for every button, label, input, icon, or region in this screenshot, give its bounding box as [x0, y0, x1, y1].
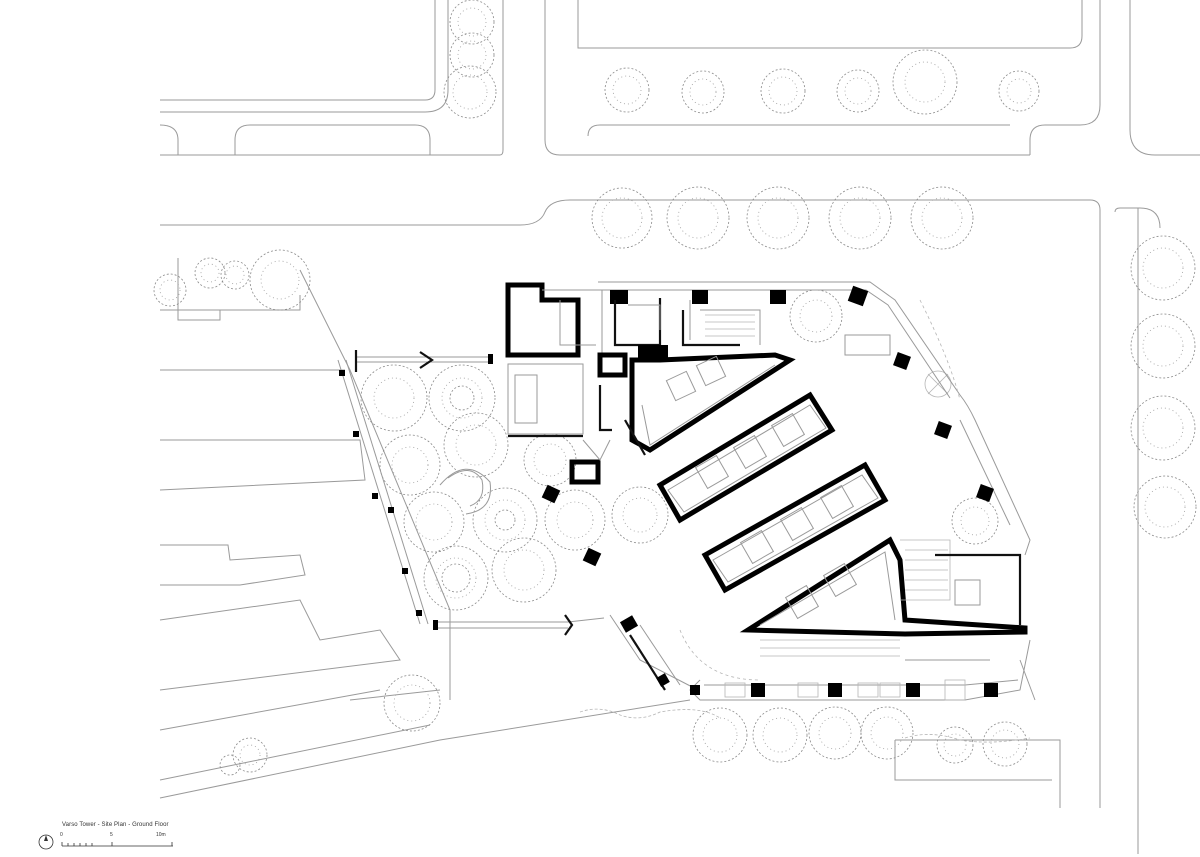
street-trees [153, 0, 1197, 776]
neighbouring-plots [159, 258, 451, 731]
lift-core-2 [656, 391, 836, 524]
scale-bar: 0 5 10m [38, 832, 173, 852]
street-curbs [159, 0, 1200, 854]
lift-core-4 [739, 536, 1028, 657]
shrub-strip [579, 708, 1031, 743]
west-core-block [505, 282, 668, 438]
north-lift-lobby [681, 285, 994, 502]
lift-core-3 [701, 461, 889, 594]
plaza-kiosks [541, 439, 611, 567]
paving-boundary [679, 299, 961, 681]
south-wing [619, 615, 1036, 701]
plaza-curved-bench-outline [439, 468, 491, 515]
plaza-curved-bench [447, 470, 484, 507]
drawing-title: Varso Tower - Site Plan - Ground Floor [62, 822, 169, 828]
scale-tick-5: 5 [110, 832, 113, 838]
plaza-perimeter [337, 350, 605, 636]
north-arrow-icon-pointer [44, 835, 48, 841]
scale-tick-10m: 10m [156, 832, 166, 838]
scale-bar-graphic [38, 834, 173, 850]
lift-core-1 [624, 352, 796, 456]
revolving-door [924, 370, 952, 398]
scale-tick-0: 0 [60, 832, 63, 838]
